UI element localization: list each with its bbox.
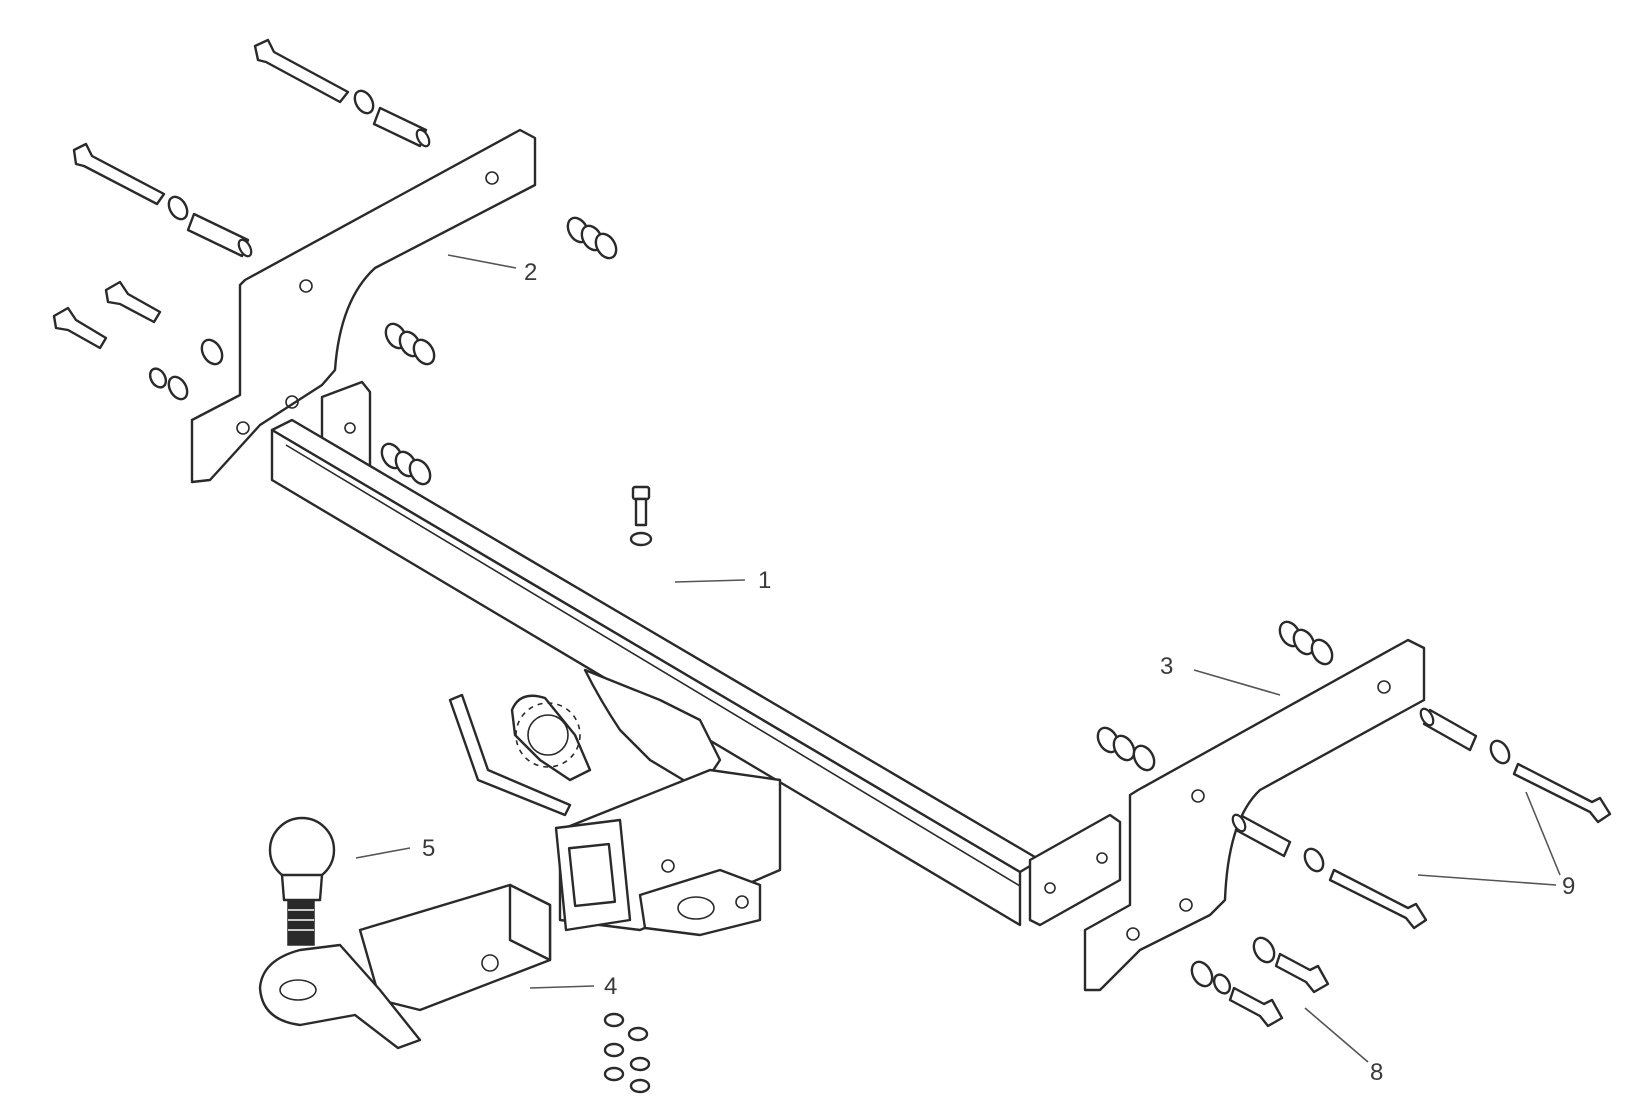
- main-crossbar: [270, 380, 1122, 927]
- receiver-hitch-assembly: [448, 668, 782, 937]
- ball-mount: [258, 883, 552, 1050]
- right-short-bolts: [1190, 936, 1330, 1028]
- short-bolts-left: [52, 280, 224, 401]
- callout-2: 2: [524, 259, 537, 286]
- tow-ball: [268, 816, 336, 946]
- nut-stack-middle: [384, 322, 436, 366]
- leader-lines: [355, 254, 1561, 1063]
- nut-stack-right-top: [1278, 620, 1334, 666]
- nut-stack-lower: [380, 442, 432, 486]
- callout-5: 5: [422, 835, 435, 862]
- nut-stack-upper: [566, 216, 618, 260]
- callout-1: 1: [758, 567, 771, 594]
- callout-9: 9: [1562, 873, 1575, 900]
- long-bolt-middle: [72, 142, 253, 258]
- callout-3: 3: [1160, 653, 1173, 680]
- nut-stack-right-middle: [1096, 726, 1156, 772]
- right-mounting-bracket: [1083, 638, 1426, 992]
- callout-8: 8: [1370, 1059, 1383, 1086]
- small-nuts-cluster: [603, 1012, 651, 1094]
- left-mounting-bracket: [190, 128, 537, 484]
- callout-4: 4: [604, 973, 617, 1000]
- long-bolt-top: [253, 38, 431, 148]
- center-bolt: [629, 485, 653, 547]
- right-spacers-and-bolts: [1231, 707, 1612, 930]
